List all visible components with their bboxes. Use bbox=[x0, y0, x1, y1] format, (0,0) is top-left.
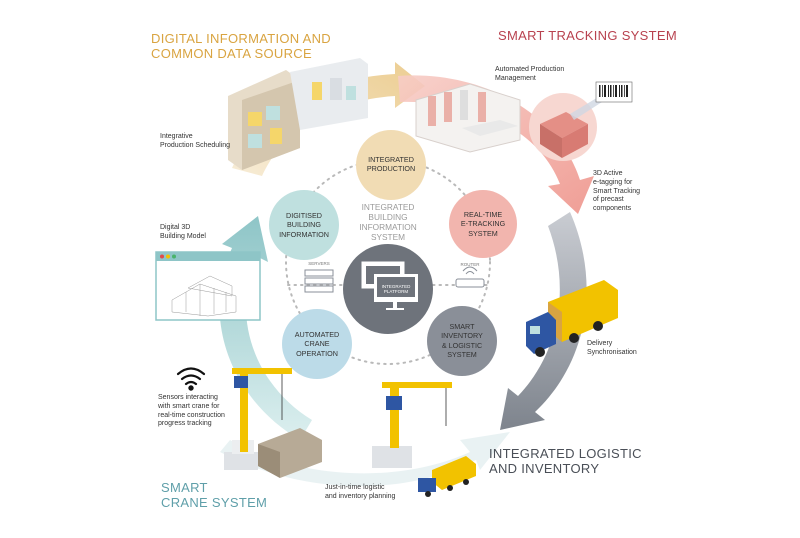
middle-crane-illustration bbox=[372, 382, 452, 468]
node-smart-inventory bbox=[427, 306, 497, 376]
factory-illustration bbox=[415, 83, 521, 153]
e-tag-illustration bbox=[529, 93, 602, 161]
heading-integrated-logistic: INTEGRATED LOGISTIC AND INVENTORY bbox=[489, 446, 642, 477]
dotted-ring bbox=[285, 159, 491, 365]
annotation-delivery-sync: Delivery Synchronisation bbox=[587, 340, 637, 356]
barcode-icon bbox=[595, 81, 633, 103]
router-icon bbox=[455, 266, 485, 288]
server-icon bbox=[304, 269, 334, 293]
heading-smart-crane: SMART CRANE SYSTEM bbox=[161, 480, 268, 511]
digital-model-window bbox=[155, 251, 261, 321]
label-automated-crane: AUTOMATED CRANE OPERATION bbox=[294, 330, 340, 358]
annotation-digital-3d-model: Digital 3D Building Model bbox=[160, 224, 206, 240]
cycle-arrow-gray bbox=[500, 212, 587, 430]
heading-digital-information: DIGITAL INFORMATION AND COMMON DATA SOUR… bbox=[151, 31, 332, 62]
annotation-automated-production: Automated Production Management bbox=[495, 66, 565, 82]
label-smart-inventory: SMART INVENTORY & LOGISTIC SYSTEM bbox=[441, 322, 483, 360]
label-integrated-production: INTEGRATED PRODUCTION bbox=[366, 155, 416, 174]
servers-label: SERVERS bbox=[308, 261, 330, 266]
big-truck-illustration bbox=[526, 280, 618, 357]
platform-label: INTEGRATED PLATFORM bbox=[381, 284, 411, 295]
annotation-e-tagging: 3D Active e-tagging for Smart Tracking o… bbox=[593, 170, 641, 212]
heading-smart-tracking: SMART TRACKING SYSTEM bbox=[498, 28, 677, 43]
label-realtime-tracking: REAL-TIME E-TRACKING SYSTEM bbox=[460, 210, 506, 238]
node-automated-crane bbox=[282, 309, 352, 379]
wifi-icon bbox=[176, 367, 206, 391]
cycle-arrow-orange bbox=[232, 62, 425, 176]
label-digitised-building: DIGITISED BUILDING INFORMATION bbox=[279, 211, 329, 239]
left-crane-illustration bbox=[224, 368, 322, 478]
node-digitised-building bbox=[269, 190, 339, 260]
annotation-just-in-time: Just-in-time logistic and inventory plan… bbox=[325, 484, 396, 500]
small-truck-illustration bbox=[418, 456, 476, 497]
center-title: INTEGRATED BUILDING INFORMATION SYSTEM bbox=[359, 202, 417, 242]
router-label: ROUTER bbox=[460, 262, 480, 267]
annotation-integrative-scheduling: Integrative Production Scheduling bbox=[160, 133, 231, 149]
building-model-illustration bbox=[228, 58, 368, 170]
annotation-sensors: Sensors interacting with smart crane for… bbox=[158, 394, 225, 428]
node-realtime-tracking bbox=[449, 190, 517, 258]
node-integrated-production bbox=[356, 130, 426, 200]
monitor-icon bbox=[361, 261, 418, 310]
